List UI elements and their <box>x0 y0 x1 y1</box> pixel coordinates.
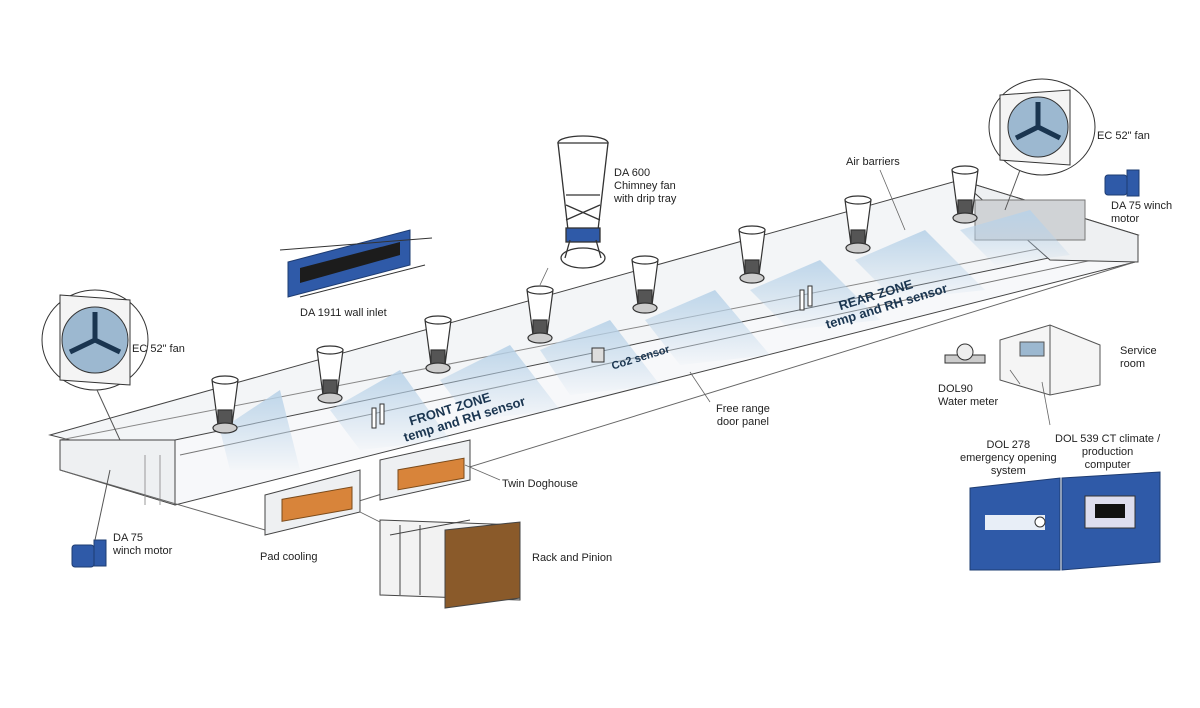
label-line: Service <box>1120 345 1157 357</box>
pad-cooling <box>264 439 471 536</box>
service-room <box>999 324 1101 396</box>
da600-detail <box>557 135 609 269</box>
label-line: Chimney fan <box>614 180 676 192</box>
chimney-fan-icon <box>211 375 239 434</box>
label-rack-pinion: Rack and Pinion <box>532 552 613 564</box>
label-da1911: DA 1911 wall inlet <box>300 307 387 319</box>
label-twin-doghouse: Twin Doghouse <box>502 478 578 490</box>
label-line: computer <box>1084 459 1131 471</box>
chimney-fan-icon <box>316 345 344 404</box>
chimney-fan-icon <box>526 285 554 344</box>
chimney-fan-icon <box>951 165 979 224</box>
label-line: room <box>1120 358 1146 370</box>
label-dol278: DOL 278 emergency opening system <box>960 439 1057 478</box>
rack-pinion-detail <box>379 519 521 609</box>
label-ec-fan-right: EC 52" fan <box>1097 130 1150 142</box>
label-line: Free range <box>716 403 770 415</box>
air-flow <box>220 210 1070 470</box>
label-line: DA 600 <box>614 167 651 179</box>
label-line: DOL 539 CT climate / <box>1055 433 1161 445</box>
label-line: with drip tray <box>614 193 677 205</box>
label-dol90: DOL90 Water meter <box>938 383 998 409</box>
label-air-barriers: Air barriers <box>846 156 900 168</box>
chimney-fans <box>211 165 979 434</box>
label-da75-right: DA 75 winch motor <box>1111 200 1172 226</box>
leader-lines <box>359 169 1051 523</box>
chimney-fan-icon <box>424 315 452 374</box>
label-line: DOL90 <box>938 383 973 395</box>
label-line: system <box>990 465 1026 477</box>
label-dol539: DOL 539 CT climate / production computer <box>1055 433 1160 472</box>
label-service-room: Service room <box>1120 345 1157 371</box>
label-pad-cooling: Pad cooling <box>260 551 318 563</box>
label-da75-left: DA 75 winch motor <box>113 532 172 558</box>
sensor-icon <box>371 285 813 429</box>
winch-motor-icon <box>71 469 111 568</box>
label-da600: DA 600 Chimney fan with drip tray <box>614 167 676 206</box>
label-line: motor <box>1111 213 1140 225</box>
label-line: DA 75 winch <box>1111 200 1173 212</box>
label-line: DOL 278 <box>986 439 1031 451</box>
label-line: emergency opening <box>960 452 1057 464</box>
wall-fan-icon <box>988 78 1096 211</box>
label-line: production <box>1081 446 1134 458</box>
label-line: Water meter <box>938 396 999 408</box>
control-panel-icon <box>969 471 1161 571</box>
label-line: winch motor <box>113 545 173 557</box>
chimney-fan-icon <box>844 195 872 254</box>
wall-inlet-icon <box>279 229 433 298</box>
label-ec-fan-left: EC 52" fan <box>132 343 185 355</box>
label-line: DA 75 <box>113 532 143 544</box>
chimney-fan-icon <box>738 225 766 284</box>
wall-fan-icon <box>41 289 149 441</box>
chimney-fan-icon <box>631 255 659 314</box>
water-meter-icon <box>944 343 986 364</box>
winch-motor-icon <box>1104 169 1140 197</box>
label-free-range: Free range door panel <box>716 403 770 429</box>
label-line: door panel <box>716 416 769 428</box>
